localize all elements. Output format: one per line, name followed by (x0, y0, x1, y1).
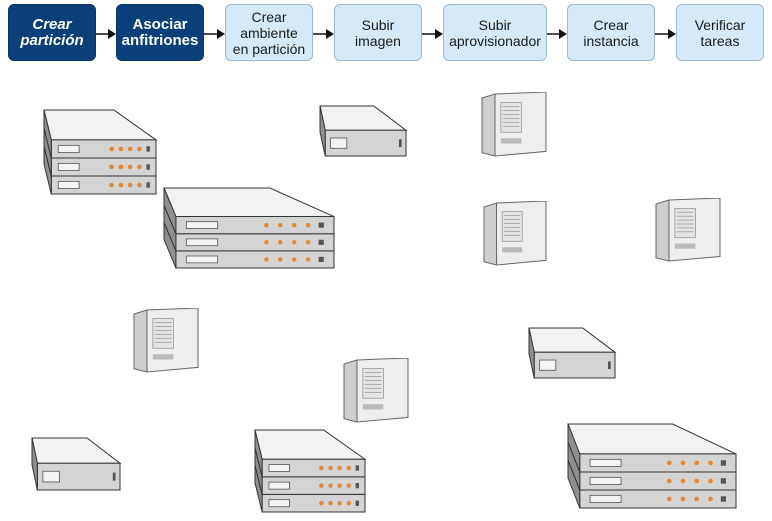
step-crear-instancia[interactable]: Crear instancia (567, 4, 655, 61)
tower-server-icon (654, 197, 722, 263)
arrow-icon (655, 29, 676, 39)
step-asociar-anfitriones[interactable]: Asociar anfitriones (116, 4, 204, 61)
rack-server-icon (318, 104, 408, 158)
rack-server-icon (527, 326, 617, 380)
step-label: Crear partición (20, 15, 84, 49)
step-label: Asociar anfitriones (121, 15, 199, 49)
step-subir-imagen[interactable]: Subir imagen (334, 4, 422, 61)
step-label: Crear instancia (583, 16, 639, 49)
tower-server-icon (482, 200, 548, 267)
step-verificar-tareas[interactable]: Verificar tareas (676, 4, 764, 61)
step-label: Verificar tareas (694, 16, 746, 49)
arrow-icon (204, 29, 225, 39)
tower-server-icon (132, 307, 200, 374)
arrow-icon (96, 29, 116, 39)
step-label: Crear ambiente en partición (232, 8, 306, 57)
step-crear-particion[interactable]: Crear partición (8, 4, 96, 61)
tower-server-icon (342, 357, 410, 424)
step-crear-ambiente[interactable]: Crear ambiente en partición (225, 4, 313, 61)
arrow-icon (313, 29, 334, 39)
rack-server-icon (162, 186, 336, 270)
step-subir-aprovisionador[interactable]: Subir aprovisionador (443, 4, 547, 61)
arrow-icon (547, 29, 567, 39)
step-label: Subir imagen (355, 16, 401, 49)
rack-server-icon (253, 428, 367, 514)
tower-server-icon (480, 91, 548, 158)
rack-server-icon (42, 108, 158, 196)
rack-server-icon (30, 436, 122, 492)
rack-server-icon (566, 422, 738, 510)
step-label: Subir aprovisionador (449, 16, 541, 49)
arrow-icon (422, 29, 443, 39)
